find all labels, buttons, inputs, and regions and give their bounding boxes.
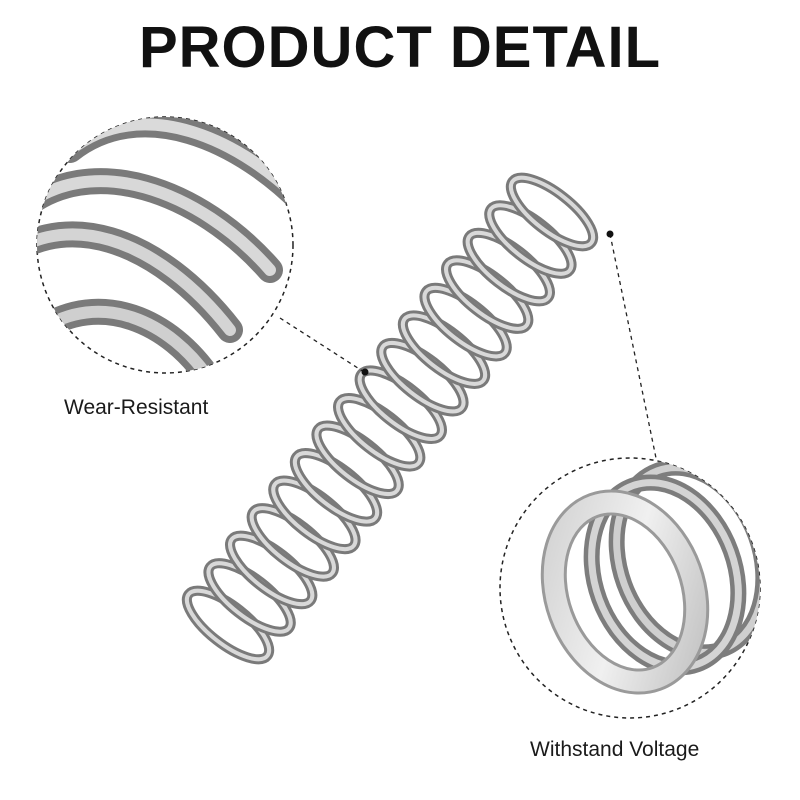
zoom-callout-right xyxy=(499,230,761,719)
spring-end-closeup-icon xyxy=(540,459,760,695)
spring-coil xyxy=(508,175,596,249)
zoom-callout-left xyxy=(36,116,369,376)
callout-label-wear-resistant: Wear-Resistant xyxy=(64,396,209,419)
callout-label-withstand-voltage: Withstand Voltage xyxy=(530,738,700,761)
spring-main-icon xyxy=(181,172,599,665)
page-title: PRODUCT DETAIL xyxy=(138,15,661,80)
